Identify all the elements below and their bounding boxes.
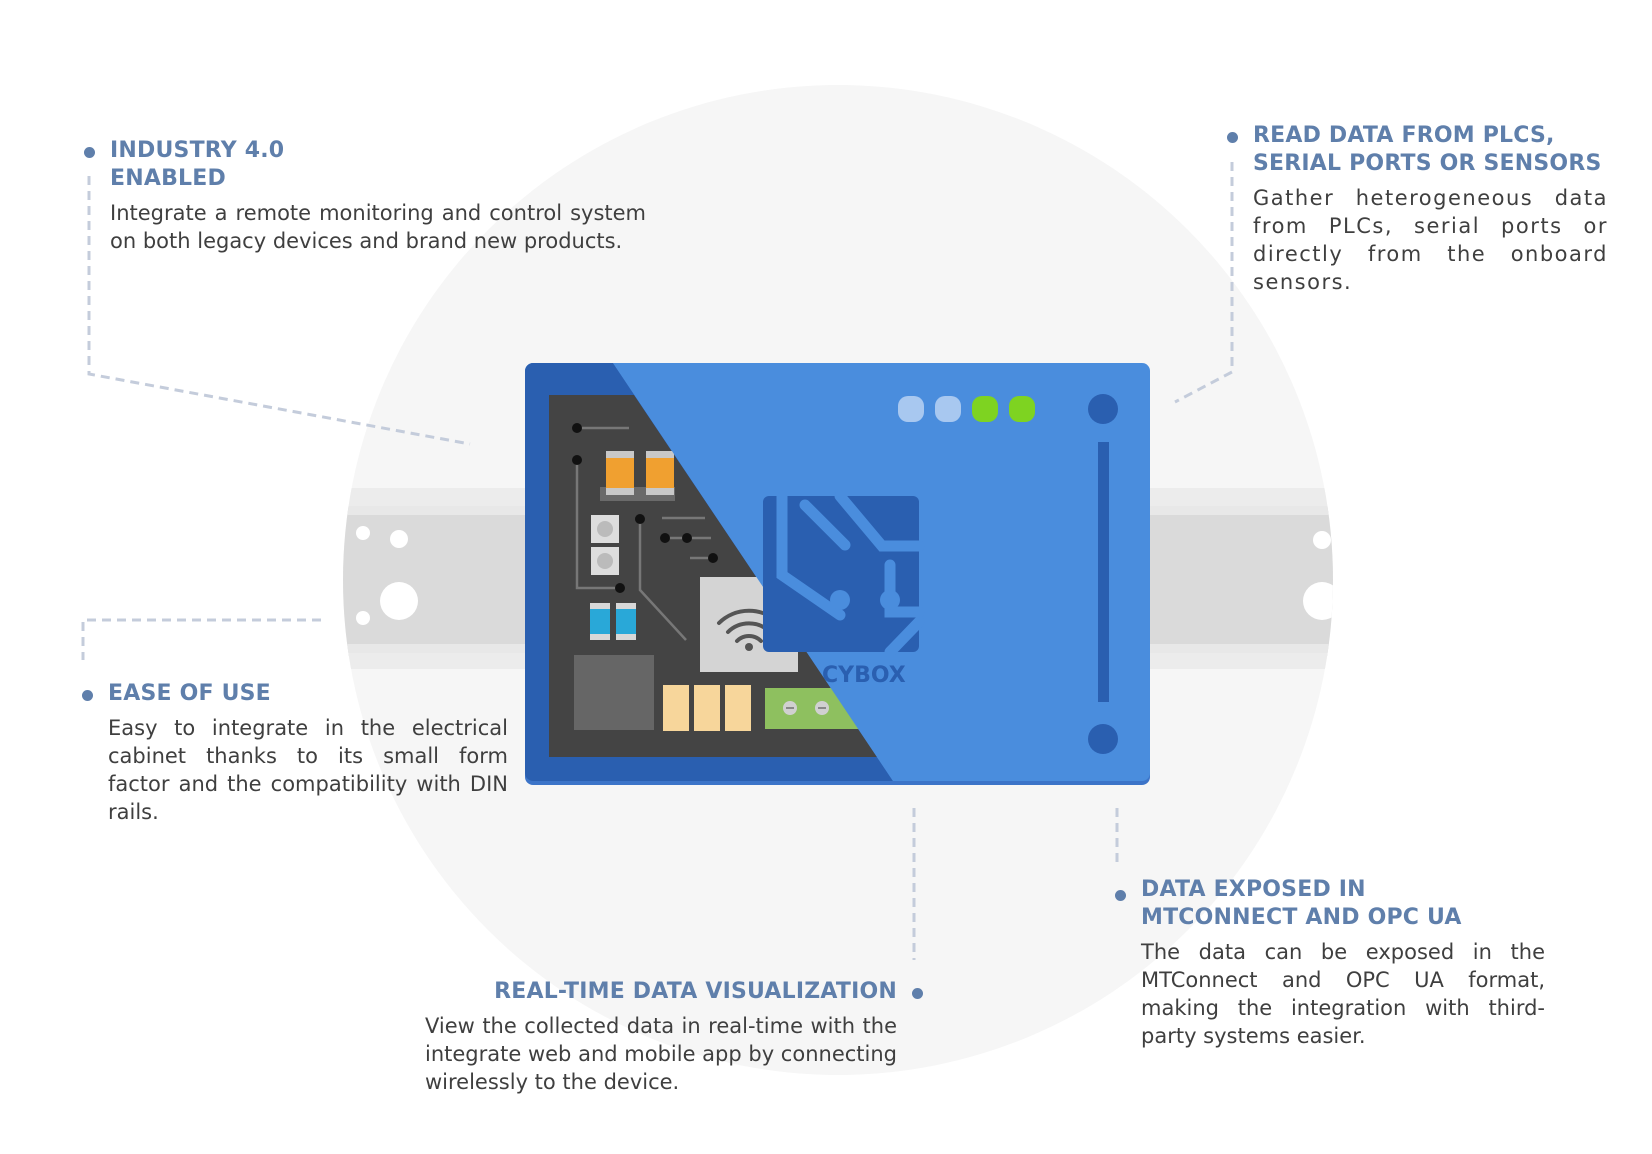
connector-lines (81, 162, 1234, 960)
feature-ease-of-use: EASE OF USE Easy to integrate in the ele… (82, 680, 508, 826)
feature-title: REAL-TIME DATA VISUALIZATION (494, 979, 897, 1004)
feature-realtime: REAL-TIME DATA VISUALIZATION View the co… (425, 978, 923, 1096)
brand-label: CYBOX (822, 663, 906, 688)
feature-description: Gather heterogeneous data from PLCs, ser… (1253, 186, 1608, 294)
bullet-dot (912, 988, 923, 999)
status-leds (898, 396, 1035, 422)
feature-title: EASE OF USE (108, 681, 271, 706)
feature-title: READ DATA FROM PLCS, SERIAL PORTS OR SEN… (1253, 123, 1602, 176)
bullet-dot (82, 690, 93, 701)
feature-description: View the collected data in real-time wit… (425, 1014, 897, 1094)
circuit-board (549, 395, 877, 757)
feature-description: Integrate a remote monitoring and contro… (110, 201, 646, 253)
feature-description: Easy to integrate in the electrical cabi… (108, 716, 508, 824)
bullet-dot (1115, 890, 1126, 901)
feature-description: The data can be exposed in the MTConnect… (1141, 940, 1545, 1048)
bullet-dot (1227, 132, 1238, 143)
feature-title: INDUSTRY 4.0 ENABLED (110, 138, 285, 191)
feature-industry: INDUSTRY 4.0 ENABLED Integrate a remote … (84, 137, 646, 255)
feature-plc: READ DATA FROM PLCS, SERIAL PORTS OR SEN… (1227, 122, 1608, 296)
cybox-logo: CYBOX (763, 490, 925, 688)
case-slot (1098, 442, 1109, 702)
feature-title: DATA EXPOSED IN MTCONNECT AND OPC UA (1141, 877, 1462, 930)
bullet-dot (84, 147, 95, 158)
screw-top (1088, 394, 1118, 424)
screw-bottom (1088, 724, 1118, 754)
feature-mtconnect: DATA EXPOSED IN MTCONNECT AND OPC UA The… (1115, 876, 1545, 1050)
